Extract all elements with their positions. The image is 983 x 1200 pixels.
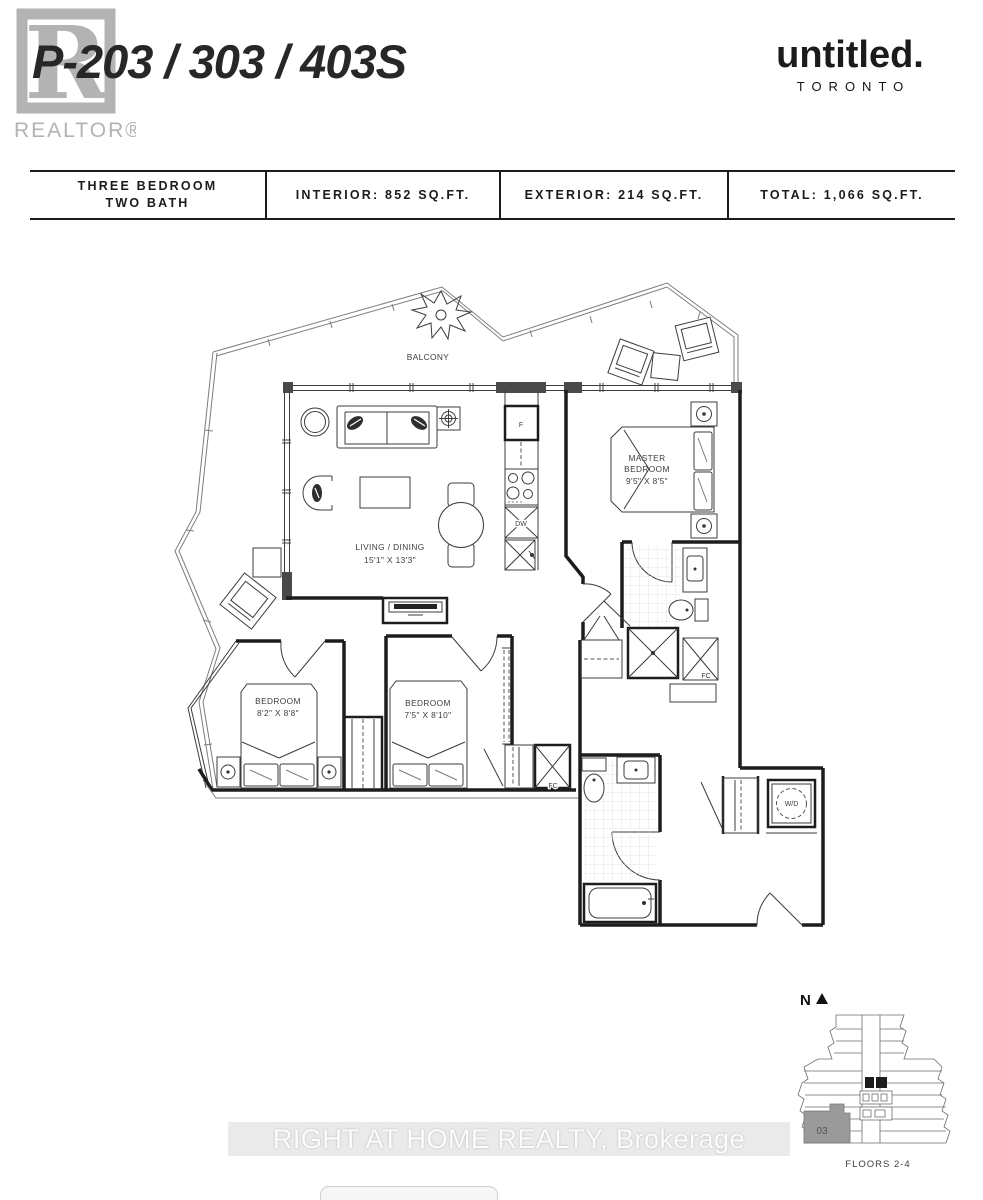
sofa (336, 405, 438, 449)
unit-03-label: 03 (816, 1126, 828, 1137)
shower (603, 600, 680, 680)
compass-n: N (800, 992, 811, 1009)
brand-city: TORONTO (796, 79, 911, 94)
summary-bar: THREE BEDROOM TWO BATH INTERIOR: 852 SQ.… (30, 170, 955, 220)
plan-title: P-203 / 303 / 403S (32, 35, 407, 88)
bedroom-closet (342, 715, 384, 792)
hall-closet (580, 639, 623, 679)
brokerage-watermark: RIGHT AT HOME REALTY, Brokerage (228, 1122, 790, 1156)
entry-closet (721, 776, 760, 834)
interior-walls (197, 390, 825, 927)
bedroom2-dims: 7'5" X 8'10" (404, 710, 451, 720)
unit-03-highlight (803, 1103, 851, 1144)
realtor-logo: R REALTOR® (14, 6, 136, 142)
bedroom-1: BEDROOM 8'2" X 8'8" (216, 683, 384, 792)
fridge-label: F (519, 422, 523, 429)
hall-closets: FC (504, 743, 572, 791)
summary-total: TOTAL: 1,066 SQ.FT. (727, 172, 955, 218)
building-footprint: 03 (797, 1014, 951, 1144)
master-nightstand-top (690, 401, 718, 427)
bedroom-2: BEDROOM 7'5" X 8'10" (389, 647, 511, 789)
bedroom1-nightstand-left (216, 756, 241, 788)
living-room-label: LIVING / DINING (355, 542, 424, 552)
key-plan-floors-label: FLOORS 2-4 (845, 1159, 910, 1170)
balcony-label: BALCONY (407, 352, 450, 362)
dishwasher-label: DW (515, 521, 527, 528)
living-room-dims: 15'1" X 13'3" (364, 555, 416, 565)
bedroom2-sliding-closet (502, 647, 511, 745)
master-label-1: MASTER (629, 453, 666, 463)
balcony-chair-right-1 (607, 338, 655, 386)
summary-interior: INTERIOR: 852 SQ.FT. (265, 172, 499, 218)
armchair (302, 475, 333, 511)
master-dims: 9'5" X 8'5" (626, 476, 668, 486)
laundry-entry: W/D (721, 776, 817, 834)
main-bath (581, 756, 658, 924)
realtor-logo-label: REALTOR® (14, 119, 136, 142)
ensuite-toilet (668, 598, 709, 622)
key-plan: N 03 FLOORS 2-4 (797, 992, 951, 1170)
summary-exterior: EXTERIOR: 214 SQ.FT. (499, 172, 727, 218)
hall-closet-dashed (504, 744, 534, 789)
ensuite-closet-fc: FC (682, 637, 719, 681)
dining-set (438, 482, 484, 568)
brand-block: untitled. TORONTO (742, 34, 958, 94)
bedroom2-bed (389, 680, 468, 789)
bedroom1-nightstand-right (317, 756, 342, 788)
balcony-table-left (252, 547, 282, 578)
balcony-chair-right-2 (674, 316, 720, 362)
brokerage-watermark-text: RIGHT AT HOME REALTY, Brokerage (272, 1123, 746, 1154)
window-walls (187, 382, 742, 789)
balcony-chair-left (219, 572, 277, 630)
stove (504, 468, 539, 506)
floor-plan-drawing: BALCONY (174, 282, 825, 927)
hall-shelf (669, 683, 717, 703)
dishwasher: DW (504, 506, 539, 539)
realtor-logo-frame (16, 8, 116, 114)
partial-button[interactable] (320, 1186, 498, 1200)
master-nightstand-bottom (690, 513, 718, 539)
kitchen: F DW (503, 390, 540, 571)
balcony-outline (174, 282, 739, 790)
washer-dryer: W/D (766, 778, 817, 829)
summary-unit-type-line1: THREE BEDROOM (77, 179, 218, 194)
realtor-logo-letter: R (24, 6, 108, 122)
bath-toilet (581, 757, 607, 803)
compass-north-arrow-icon (816, 993, 828, 1004)
coffee-table (359, 476, 411, 509)
bedroom1-bed (240, 683, 318, 789)
ensuite-fc-label: FC (701, 673, 710, 680)
ceiling-fixture (436, 406, 461, 431)
master-bedroom: MASTER BEDROOM 9'5" X 8'5" (610, 401, 718, 539)
balcony-table-right (650, 352, 681, 381)
living-room: LIVING / DINING 15'1" X 13'3" (300, 405, 484, 616)
tv-console (388, 601, 443, 616)
bathtub (582, 882, 658, 924)
master-bed (610, 426, 715, 513)
summary-unit-type-line2: TWO BATH (105, 196, 190, 210)
ensuite-vanity (682, 547, 708, 593)
bath-sink (616, 756, 656, 784)
brand-name: untitled. (776, 34, 924, 76)
kitchen-sink (504, 539, 536, 571)
bedroom1-label: BEDROOM (255, 696, 301, 706)
bedroom2-label: BEDROOM (405, 698, 451, 708)
summary-unit-type: THREE BEDROOM TWO BATH (30, 172, 265, 218)
hall-fc-label: FC (548, 783, 557, 790)
ensuite-bath: FC (580, 545, 719, 703)
bedroom1-dims: 8'2" X 8'8" (257, 708, 299, 718)
compass: N (800, 992, 828, 1009)
balcony-tree (410, 289, 473, 341)
master-label-2: BEDROOM (624, 464, 670, 474)
fridge (503, 404, 540, 442)
washer-dryer-label: W/D (785, 801, 799, 808)
hall-closet-fc: FC (533, 743, 572, 791)
